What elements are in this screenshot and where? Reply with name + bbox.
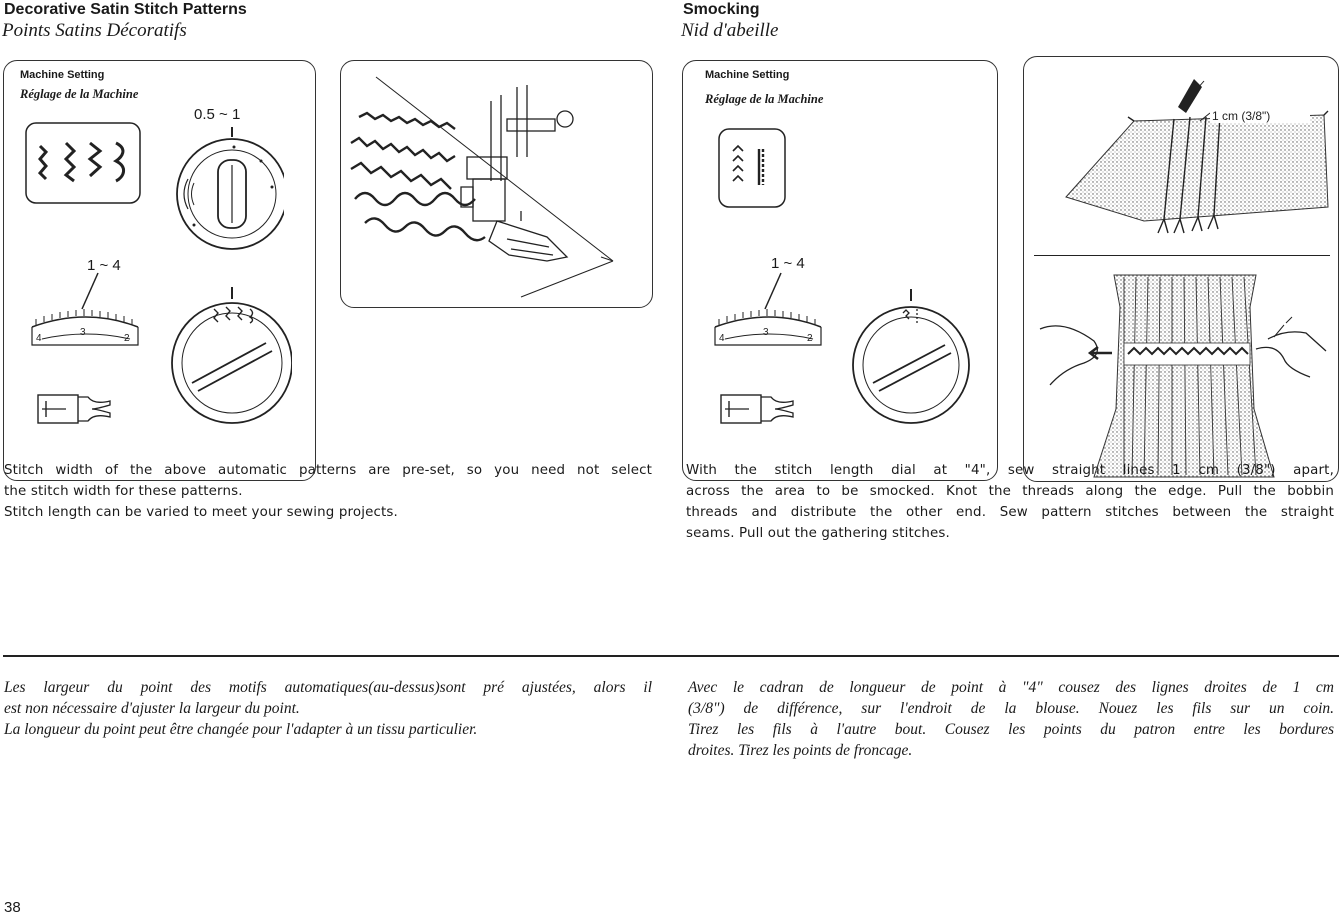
right-fr-line-2: (3/8") de différence, sur l'endroit de l…: [688, 700, 1334, 717]
section-divider: [3, 655, 1339, 657]
left-machine-setting-label-fr: Réglage de la Machine: [20, 87, 139, 101]
right-en-line-3: threads and distribute the other end. Se…: [686, 505, 1334, 520]
left-english-text: Stitch width of the above automatic patt…: [4, 460, 652, 523]
pattern-selection-icon: [25, 122, 141, 204]
spacing-label: 1 cm (3/8"): [1212, 109, 1270, 123]
right-fr-line-3: Tirez les fils à l'autre bout. Cousez le…: [688, 721, 1334, 738]
length-scale-icon: 4 3 2: [31, 272, 139, 346]
left-french-text: Les largeur du point des motifs automati…: [4, 677, 652, 740]
page-number: 38: [4, 899, 21, 916]
straight-seams-illustration: 1 cm (3/8"): [1065, 79, 1329, 234]
right-scale-2: 2: [807, 333, 813, 344]
left-title-fr: Points Satins Décoratifs: [2, 20, 187, 41]
gathered-smocking-illustration: [1039, 274, 1327, 478]
left-width-value: 0.5 ~ 1: [194, 106, 241, 123]
right-length-value: 1 ~ 4: [771, 255, 805, 272]
right-fr-line-4: droites. Tirez les points de froncage.: [688, 742, 913, 759]
right-en-line-2: across the area to be smocked. Knot the …: [686, 484, 1334, 499]
right-title-en: Smocking: [683, 1, 760, 18]
right-scale-4: 4: [719, 333, 725, 344]
right-length-scale-icon: 4 3 2: [714, 272, 822, 346]
smocking-illustration-panel: 1 cm (3/8"): [1023, 56, 1339, 482]
left-scale-3: 3: [80, 327, 86, 338]
satin-stitch-illustration-panel: [340, 60, 653, 308]
right-en-line-1: With the stitch length dial at "4", sew …: [686, 463, 1334, 478]
right-english-text: With the stitch length dial at "4", sew …: [686, 460, 1334, 544]
smocking-pattern-icon: [718, 128, 786, 208]
left-fr-line-1: Les largeur du point des motifs automati…: [4, 679, 652, 696]
pattern-selector-dial-icon: [171, 287, 292, 424]
left-en-line-2: the stitch width for these patterns.: [4, 484, 243, 499]
right-scale-3: 3: [763, 327, 769, 338]
left-scale-2: 2: [124, 333, 130, 344]
left-title-en: Decorative Satin Stitch Patterns: [4, 1, 247, 18]
left-fr-line-2: est non nécessaire d'ajuster la largeur …: [4, 700, 300, 717]
right-machine-setting-panel: Machine Setting Réglage de la Machine 1 …: [682, 60, 998, 481]
right-fr-line-1: Avec le cadran de longueur de point à "4…: [688, 679, 1334, 696]
width-dial-icon: [176, 127, 284, 250]
illustration-divider: [1034, 255, 1330, 256]
left-length-value: 1 ~ 4: [87, 257, 121, 274]
left-fr-line-3: La longueur du point peut être changée p…: [4, 721, 478, 738]
right-presser-foot-icon: [720, 394, 794, 424]
right-title-fr: Nid d'abeille: [681, 20, 779, 41]
left-en-line-3: Stitch length can be varied to meet your…: [4, 505, 398, 520]
right-french-text: Avec le cadran de longueur de point à "4…: [688, 677, 1334, 761]
presser-foot-icon: [37, 394, 111, 424]
left-scale-4: 4: [36, 333, 42, 344]
smocking-dial-icon: [852, 289, 970, 424]
right-en-line-4: seams. Pull out the gathering stitches.: [686, 526, 950, 541]
right-machine-setting-label: Machine Setting: [705, 69, 790, 81]
left-machine-setting-label: Machine Setting: [20, 69, 105, 81]
left-en-line-1: Stitch width of the above automatic patt…: [4, 463, 652, 478]
left-machine-setting-panel: Machine Setting Réglage de la Machine 0.…: [3, 60, 316, 481]
satin-stitch-illustration: [350, 76, 614, 298]
right-machine-setting-label-fr: Réglage de la Machine: [705, 92, 824, 106]
